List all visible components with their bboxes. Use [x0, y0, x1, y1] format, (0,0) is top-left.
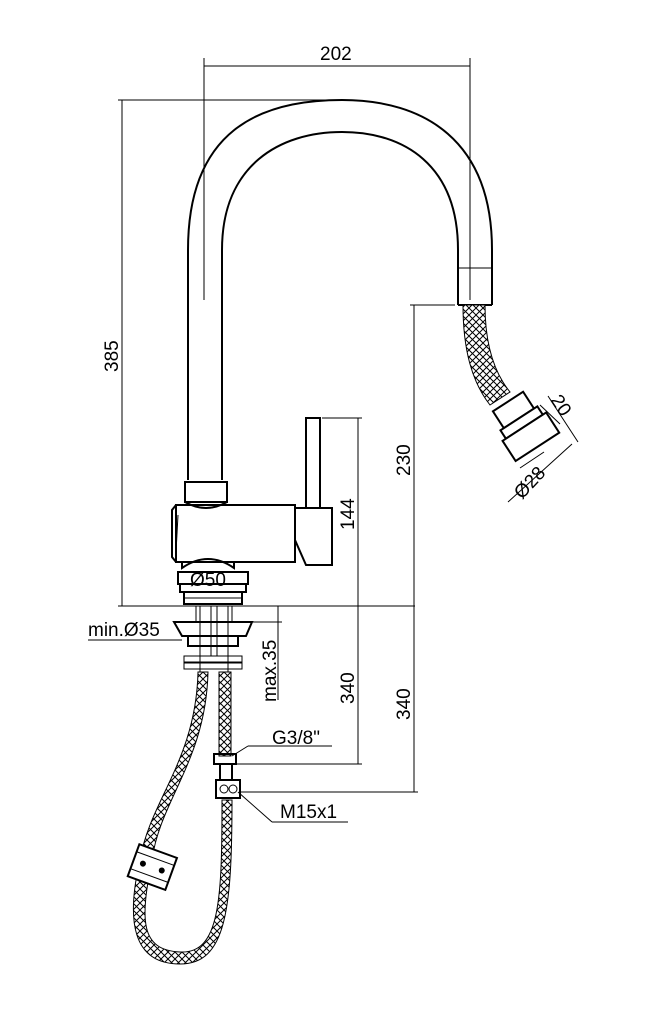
- quick-connector: [215, 779, 241, 799]
- label-max-deck-thickness: max.35: [260, 640, 281, 702]
- mounting-base: [172, 571, 254, 700]
- spout-collar: [184, 481, 228, 509]
- label-hose-length-supply: 340: [338, 672, 359, 704]
- label-handle-height: 144: [338, 498, 359, 530]
- dimension-lines: [88, 58, 579, 823]
- label-hose-length-outlet: 340: [394, 688, 415, 720]
- label-connector-thread: M15x1: [280, 802, 337, 823]
- hose-weight: [126, 842, 179, 892]
- spray-head: [491, 390, 561, 463]
- label-supply-thread: G3/8": [272, 728, 320, 749]
- spray-hose: [462, 304, 511, 406]
- label-spout-reach: 202: [320, 44, 352, 65]
- label-spray-head-length: 20: [546, 391, 575, 420]
- dimension-labels: 202 385 230 144 Ø50 min.Ø35 max.35 340 3…: [88, 44, 575, 823]
- label-outlet-height: 230: [394, 444, 415, 476]
- faucet-body: [171, 504, 296, 570]
- pullout-hose-loop: [132, 671, 233, 965]
- label-hole-diameter: min.Ø35: [88, 620, 160, 641]
- label-total-height: 385: [102, 340, 123, 372]
- supply-hose: [213, 671, 237, 781]
- lever-handle: [294, 417, 333, 566]
- label-base-diameter: Ø50: [190, 570, 226, 591]
- spout: [187, 98, 493, 480]
